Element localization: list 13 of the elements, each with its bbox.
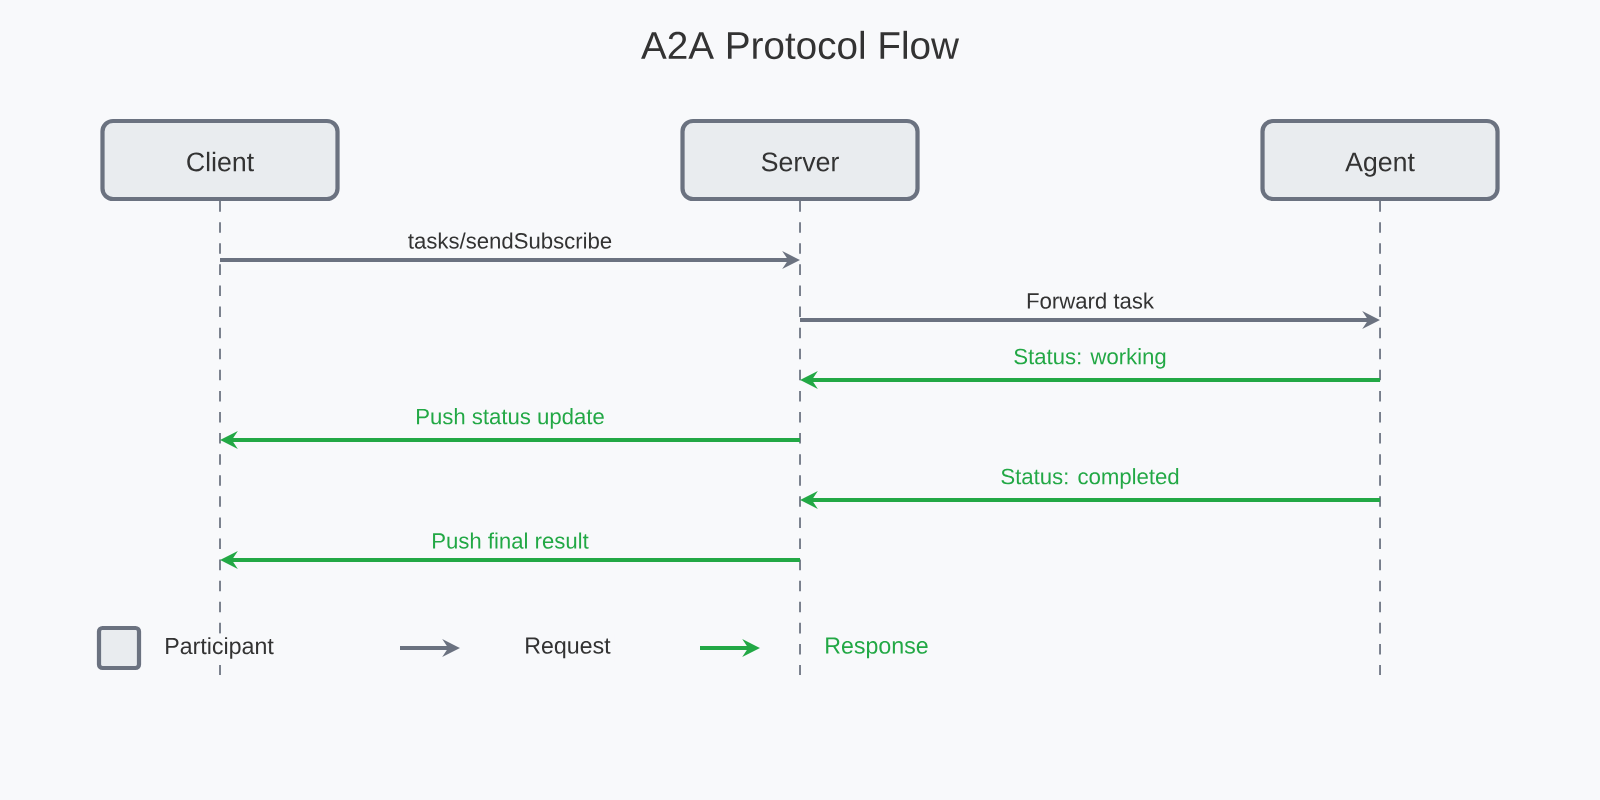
message-label: Status: working bbox=[1014, 348, 1166, 369]
legend-label: Response bbox=[826, 637, 928, 659]
legend-label: Request bbox=[526, 637, 611, 659]
message-label: Forward task bbox=[1027, 292, 1155, 309]
participant-box: Client bbox=[100, 118, 340, 202]
message-label: Push status update bbox=[417, 408, 604, 429]
message-label: Status: completed bbox=[1001, 468, 1179, 489]
message-label: Push final result bbox=[433, 532, 589, 549]
participant-box: Server bbox=[680, 118, 920, 202]
title: A2A Protocol Flow bbox=[641, 30, 960, 60]
message-label: tasks/sendSubscribe bbox=[408, 232, 612, 249]
legend-label: Participant bbox=[166, 637, 274, 659]
participant-box: Agent bbox=[1260, 118, 1500, 202]
